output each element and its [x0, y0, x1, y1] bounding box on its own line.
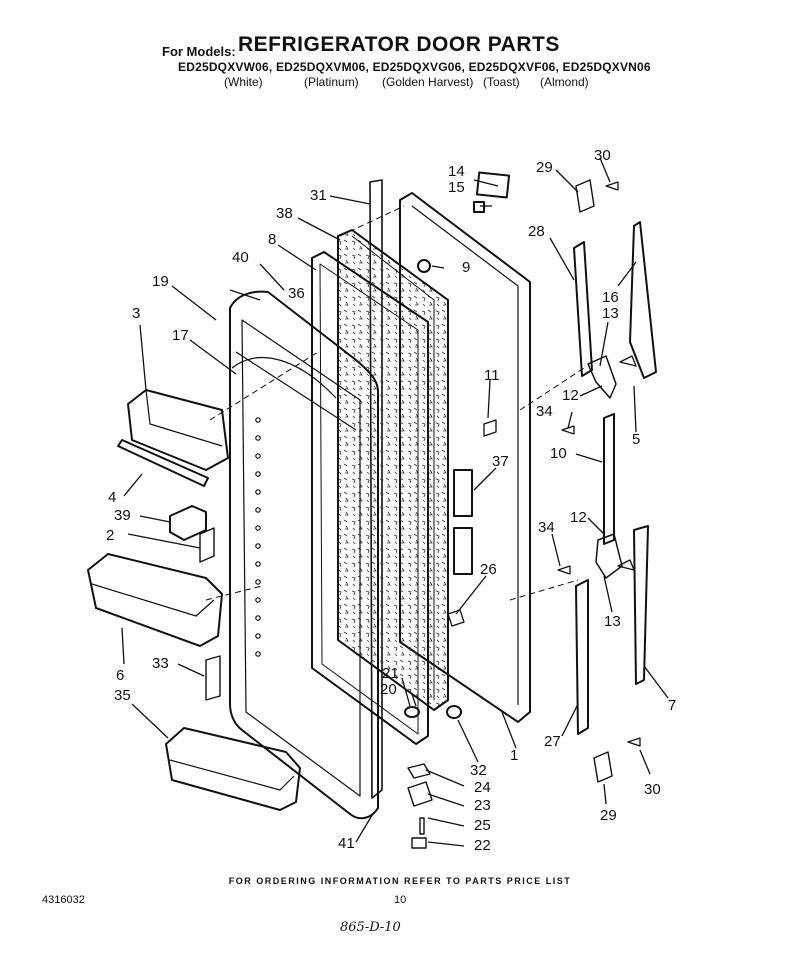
callout-20: 20: [380, 681, 397, 698]
hinge-shim: [407, 763, 431, 779]
wire-clip: [483, 419, 497, 437]
shelf-retainer: [199, 527, 215, 563]
trim-screw-lower: [557, 565, 571, 575]
door-stop-bracket: [169, 505, 207, 541]
callout-8: 8: [268, 231, 276, 248]
door-stop-screw-bottom: [627, 737, 641, 747]
callout-19: 19: [152, 273, 169, 290]
callout-36: 36: [288, 285, 305, 302]
callout-29-top: 29: [536, 159, 553, 176]
callout-38: 38: [276, 205, 293, 222]
callout-27: 27: [544, 733, 561, 750]
door-stop-screw-top: [605, 181, 619, 191]
callout-13-lower: 13: [604, 613, 621, 630]
callout-32: 32: [470, 762, 487, 779]
door-gasket: [311, 251, 429, 745]
dairy-door-strip: [117, 439, 209, 487]
door-stop-block: [446, 705, 462, 719]
handle-end-cap-bottom: [595, 533, 623, 579]
plug-button: [473, 201, 485, 213]
page-number: 10: [394, 894, 407, 906]
bottom-hinge-plate: [407, 781, 433, 807]
model-numbers: ED25DQXVW06, ED25DQXVM06, ED25DQXVG06, E…: [178, 60, 651, 74]
callout-6: 6: [116, 667, 124, 684]
callout-33: 33: [152, 655, 169, 672]
callout-7: 7: [668, 697, 676, 714]
top-handle-cap: [573, 241, 593, 377]
handle-trim-bottom: [633, 525, 649, 685]
callout-9: 9: [462, 259, 470, 276]
hinge-bushing: [404, 706, 420, 718]
callout-35: 35: [114, 687, 131, 704]
insulation-block-lower: [453, 527, 473, 575]
handle-screw-top: [619, 355, 637, 367]
callout-23: 23: [474, 797, 491, 814]
handle-bar: [603, 413, 615, 545]
ordering-note: FOR ORDERING INFORMATION REFER TO PARTS …: [228, 876, 572, 886]
callout-30-bottom: 30: [644, 781, 661, 798]
callout-16: 16: [602, 289, 619, 306]
callout-37: 37: [492, 453, 509, 470]
document-number: 4316032: [42, 894, 85, 906]
callout-15: 15: [448, 179, 465, 196]
callout-22: 22: [474, 837, 491, 854]
hinge-pin: [411, 837, 427, 849]
door-stop-bottom: [593, 751, 613, 783]
door-plug: [417, 259, 431, 273]
bottom-handle-cap: [575, 579, 589, 735]
callout-12-upper: 12: [562, 387, 579, 404]
color-golden-harvest: (Golden Harvest): [382, 75, 474, 89]
callout-2: 2: [106, 527, 114, 544]
insulation-block-upper: [453, 469, 473, 517]
foam-insulation: [337, 229, 449, 711]
handle-end-cap-top: [587, 355, 617, 399]
callout-26: 26: [480, 561, 497, 578]
callout-4: 4: [108, 489, 116, 506]
color-white: (White): [224, 75, 263, 89]
door-closure-bracket: [447, 609, 465, 627]
for-models-label: For Models:: [162, 44, 236, 59]
inner-door-liner: [229, 290, 379, 820]
callout-28: 28: [528, 223, 545, 240]
handle-trim-top: [629, 221, 657, 379]
color-almond: (Almond): [540, 75, 589, 89]
callout-5: 5: [632, 431, 640, 448]
hinge-screw: [419, 817, 425, 835]
callout-21: 21: [382, 665, 399, 682]
page-title: REFRIGERATOR DOOR PARTS: [238, 33, 560, 56]
callout-17: 17: [172, 327, 189, 344]
callout-41: 41: [338, 835, 355, 852]
handwritten-note: 865-D-10: [340, 920, 401, 935]
callout-31: 31: [310, 187, 327, 204]
callout-34-lower: 34: [538, 519, 555, 536]
handle-screw-bottom: [617, 559, 635, 571]
door-bin-small: [165, 727, 301, 811]
callout-25: 25: [474, 817, 491, 834]
door-stop-top: [575, 179, 595, 213]
callout-40: 40: [232, 249, 249, 266]
color-platinum: (Platinum): [304, 75, 359, 89]
callout-14: 14: [448, 163, 465, 180]
callout-30-top: 30: [594, 147, 611, 164]
callout-39: 39: [114, 507, 131, 524]
callout-3: 3: [132, 305, 140, 322]
door-bin-large: [87, 553, 223, 647]
callout-11: 11: [484, 367, 500, 384]
color-toast: (Toast): [483, 75, 520, 89]
callout-10: 10: [550, 445, 567, 462]
bin-retainer: [205, 655, 221, 701]
callout-13-upper: 13: [602, 305, 619, 322]
callout-1: 1: [510, 747, 518, 764]
callout-24: 24: [474, 779, 491, 796]
nameplate: [475, 171, 511, 199]
callout-34-upper: 34: [536, 403, 553, 420]
callout-29-bottom: 29: [600, 807, 617, 824]
callout-12-lower: 12: [570, 509, 587, 526]
